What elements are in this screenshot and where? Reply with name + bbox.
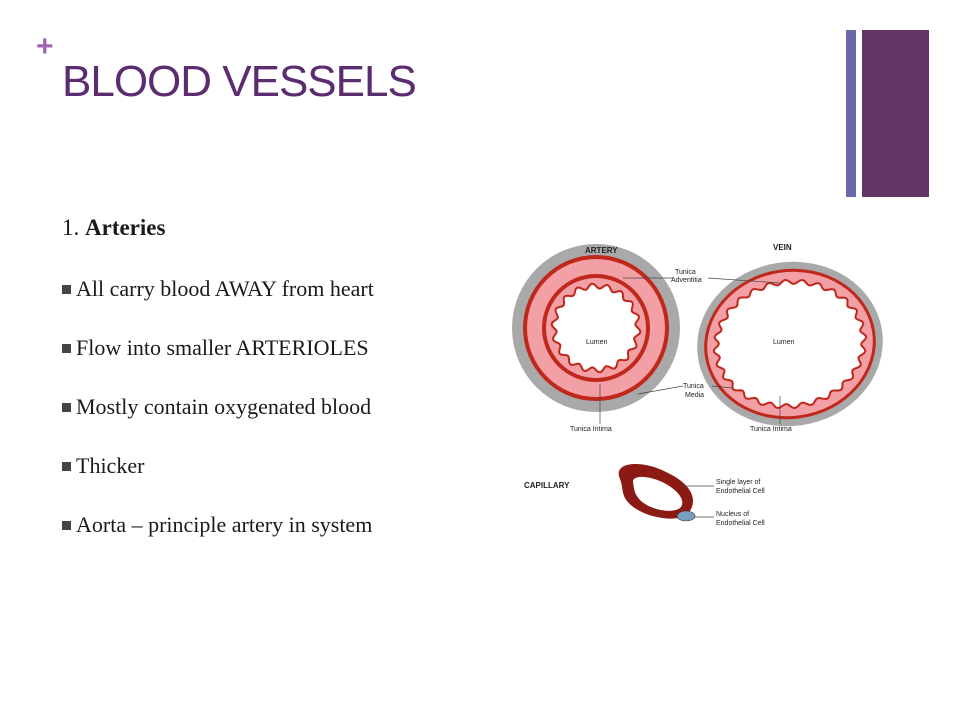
heading-number: 1. — [62, 215, 80, 240]
artery-tunica-intima-label: Tunica Intima — [570, 426, 612, 433]
artery-lumen-label: Lumen — [586, 339, 608, 346]
bullet-text: Aorta – principle artery in system — [76, 512, 373, 537]
plus-icon: + — [36, 30, 54, 63]
square-bullet-icon — [62, 344, 71, 353]
square-bullet-icon — [62, 285, 71, 294]
square-bullet-icon — [62, 462, 71, 471]
bullet-text: Mostly contain oxygenated blood — [76, 394, 372, 419]
bullet-item: Aorta – principle artery in system — [62, 512, 374, 571]
bullet-list: All carry blood AWAY from heart Flow int… — [62, 276, 374, 571]
diagram-leader-lines — [599, 277, 781, 518]
artery-cross-section — [512, 244, 680, 412]
accent-bar-thin — [846, 30, 856, 197]
bullet-item: Mostly contain oxygenated blood — [62, 394, 374, 453]
bullet-text: Thicker — [76, 453, 145, 478]
bullet-item: All carry blood AWAY from heart — [62, 276, 374, 335]
vein-tunica-intima-label: Tunica Intima — [750, 426, 792, 433]
slide-title: BLOOD VESSELS — [62, 57, 417, 106]
vein-lumen-wall — [712, 278, 868, 410]
artery-lumen-wall — [550, 282, 642, 374]
single-layer-label: Single layer of — [716, 479, 760, 486]
section-heading: 1. Arteries — [62, 215, 165, 241]
bullet-item: Flow into smaller ARTERIOLES — [62, 335, 374, 394]
single-layer-label: Endothelial Cell — [716, 488, 765, 495]
tunica-adventitia-label: Tunica — [675, 269, 696, 276]
leader-line — [711, 385, 734, 389]
square-bullet-icon — [62, 403, 71, 412]
tunica-media-label: Media — [685, 392, 704, 399]
nucleus-label: Nucleus of — [716, 511, 749, 518]
capillary-nucleus — [676, 510, 696, 522]
capillary-lumen — [632, 476, 683, 511]
vein-cross-section — [697, 261, 883, 427]
square-bullet-icon — [62, 521, 71, 530]
tunica-media-label: Tunica — [683, 383, 704, 390]
vein-lumen-label: Lumen — [773, 339, 795, 346]
bullet-text: Flow into smaller ARTERIOLES — [76, 335, 369, 360]
leader-line — [707, 277, 781, 284]
blood-vessel-diagram: ARTERY VEIN CAPILLARY Tunica Adventitia … — [512, 243, 883, 527]
bullet-text: All carry blood AWAY from heart — [76, 276, 374, 301]
heading-label: Arteries — [85, 215, 166, 240]
accent-bar-wide — [862, 30, 929, 197]
leader-line — [637, 385, 684, 395]
tunica-adventitia-label: Adventitia — [671, 277, 702, 284]
bullet-item: Thicker — [62, 453, 374, 512]
capillary-title: CAPILLARY — [524, 481, 570, 490]
vein-title: VEIN — [773, 243, 792, 252]
artery-title: ARTERY — [585, 246, 618, 255]
nucleus-label: Endothelial Cell — [716, 520, 765, 527]
capillary-cross-section — [618, 464, 696, 522]
